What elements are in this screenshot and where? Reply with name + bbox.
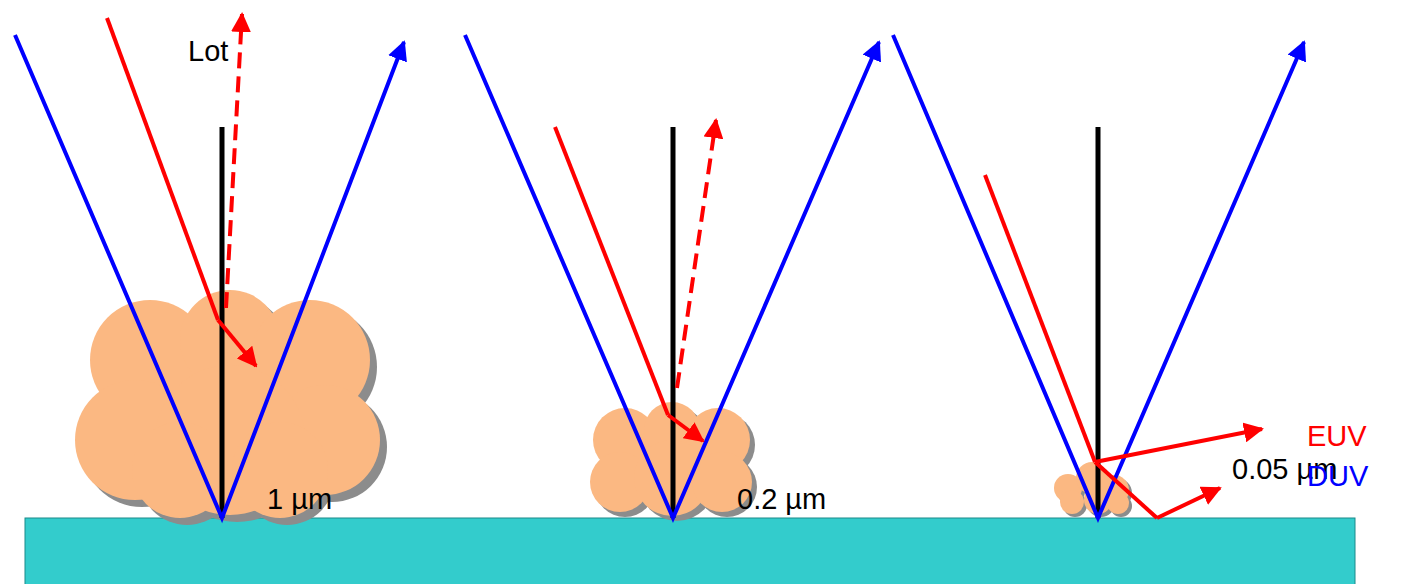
legend-text: EUV bbox=[1307, 420, 1367, 452]
legend-entry: EUV bbox=[1307, 421, 1367, 453]
legend-text: DUV bbox=[1307, 460, 1368, 492]
duv-ray bbox=[15, 35, 1304, 518]
surface-normal bbox=[222, 127, 1098, 518]
size-label: 1 µm bbox=[267, 484, 332, 516]
size-label: 0.2 µm bbox=[737, 484, 826, 516]
legend-entry: DUV bbox=[1307, 461, 1368, 493]
substrate bbox=[25, 518, 1355, 584]
normal-label: Lot bbox=[186, 36, 230, 68]
euv-ray bbox=[107, 14, 1262, 518]
